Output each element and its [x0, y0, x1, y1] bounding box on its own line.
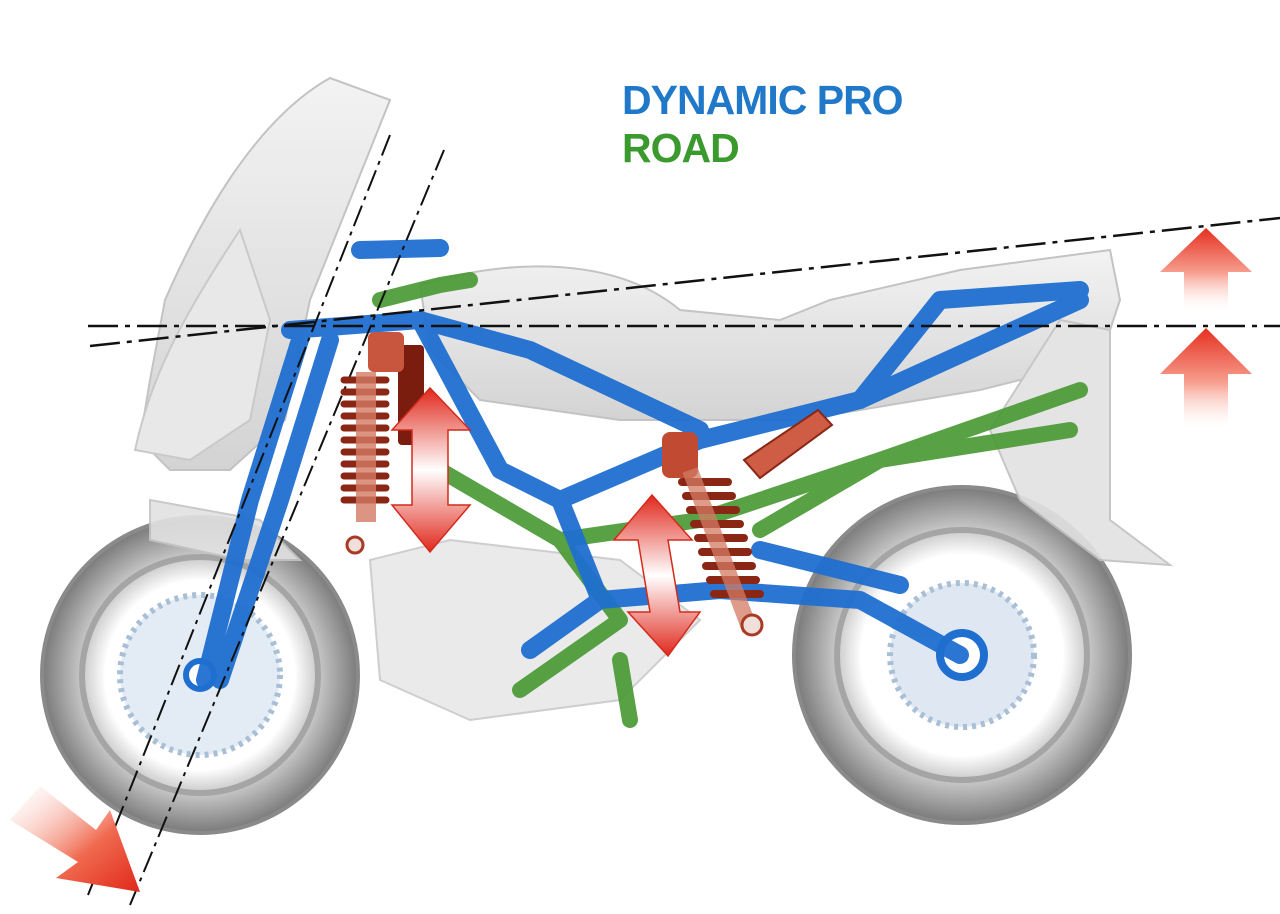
ride-height-lines	[88, 216, 1280, 348]
steering-axis-lines	[87, 134, 445, 906]
rear-shock	[662, 408, 834, 637]
double-arrow-icon	[612, 493, 702, 658]
mode-legend: DYNAMIC PRO ROAD	[622, 76, 904, 172]
diagonal-arrow-icon	[10, 786, 140, 892]
double-arrow-icon	[390, 386, 472, 554]
dynamic-pro-frame	[196, 239, 1089, 689]
legend-dynamic-pro: DYNAMIC PRO	[622, 77, 904, 123]
up-arrow-icon	[1160, 328, 1252, 428]
up-arrow-icon	[1160, 228, 1252, 310]
legend-road: ROAD	[622, 125, 740, 171]
